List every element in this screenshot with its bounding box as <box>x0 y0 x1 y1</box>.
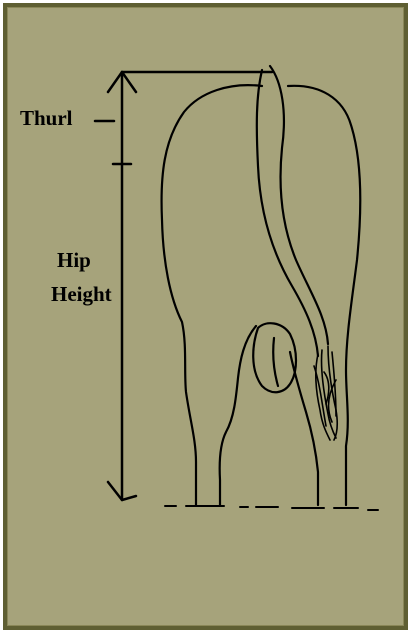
tail-right <box>270 66 328 344</box>
body-left-outline <box>162 85 262 505</box>
ground-line <box>165 506 378 510</box>
body-right-outline <box>288 86 360 505</box>
udder-cleft <box>273 338 278 386</box>
measurement-scale <box>95 72 272 500</box>
thurl-label: Thurl <box>20 107 73 130</box>
hip-label: Hip <box>57 249 91 272</box>
height-label: Height <box>51 283 112 306</box>
tail-switch <box>314 346 337 440</box>
udder <box>253 323 296 392</box>
left-leg-inner <box>220 326 256 505</box>
tail-left <box>257 70 318 356</box>
